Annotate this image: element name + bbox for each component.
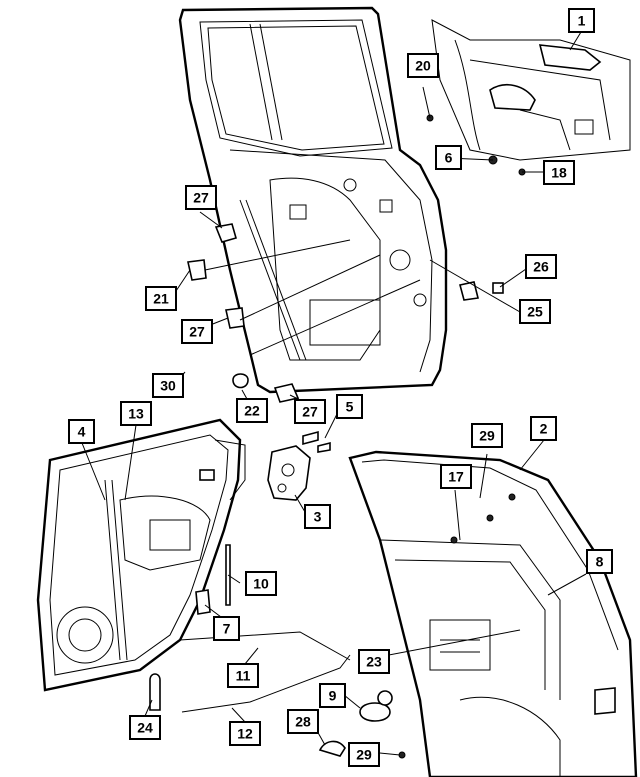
callout-5: 5: [336, 394, 363, 419]
rods-and-cables: [149, 544, 351, 713]
door-inner-panel: [36, 418, 246, 692]
callout-27-mid: 27: [181, 319, 213, 344]
callout-label: 9: [329, 688, 337, 704]
callout-27-top: 27: [185, 185, 217, 210]
callout-10: 10: [245, 571, 277, 596]
callout-11: 11: [227, 663, 259, 688]
callout-2: 2: [530, 416, 557, 441]
callout-label: 2: [540, 421, 548, 437]
callout-21: 21: [145, 286, 177, 311]
callout-label: 24: [137, 720, 153, 736]
callout-18: 18: [543, 160, 575, 185]
callout-label: 28: [295, 714, 311, 730]
callout-26: 26: [525, 254, 557, 279]
callout-label: 27: [193, 190, 209, 206]
callout-label: 11: [236, 668, 251, 684]
callout-label: 29: [479, 428, 495, 444]
callout-8: 8: [586, 549, 613, 574]
callout-22: 22: [236, 398, 268, 423]
door-shell: [178, 6, 448, 394]
callout-6: 6: [435, 145, 462, 170]
callout-label: 20: [415, 58, 431, 74]
callout-7: 7: [213, 616, 240, 641]
callout-13: 13: [120, 401, 152, 426]
callout-29-top: 29: [471, 423, 503, 448]
callout-label: 22: [244, 403, 260, 419]
callout-20: 20: [407, 53, 439, 78]
callout-label: 27: [189, 324, 205, 340]
callout-label: 12: [237, 726, 253, 742]
callout-25: 25: [519, 299, 551, 324]
callout-label: 13: [128, 406, 144, 422]
callout-label: 6: [445, 150, 453, 166]
callout-label: 3: [314, 509, 322, 525]
callout-27-bottom: 27: [294, 399, 326, 424]
callout-23: 23: [358, 649, 390, 674]
callout-label: 27: [302, 404, 318, 420]
callout-24: 24: [129, 715, 161, 740]
callout-label: 21: [153, 291, 169, 307]
callout-label: 23: [366, 654, 382, 670]
callout-30: 30: [152, 373, 184, 398]
callout-label: 8: [596, 554, 604, 570]
callout-28: 28: [287, 709, 319, 734]
callout-label: 30: [160, 378, 176, 394]
callout-label: 1: [578, 13, 586, 29]
door-latch: [267, 430, 331, 501]
callout-9: 9: [319, 683, 346, 708]
callout-3: 3: [304, 504, 331, 529]
callout-label: 10: [253, 576, 269, 592]
callout-label: 29: [356, 747, 372, 763]
door-clips: [187, 223, 504, 403]
callout-17: 17: [440, 464, 472, 489]
callout-1: 1: [568, 8, 595, 33]
callout-29-bottom: 29: [348, 742, 380, 767]
callout-label: 26: [533, 259, 549, 275]
callout-label: 18: [551, 165, 567, 181]
callout-12: 12: [229, 721, 261, 746]
callout-label: 7: [223, 621, 231, 637]
door-right-view: [318, 450, 638, 777]
callout-4: 4: [68, 419, 95, 444]
callout-label: 4: [78, 424, 86, 440]
callout-label: 17: [448, 469, 464, 485]
callout-label: 5: [346, 399, 354, 415]
callout-label: 25: [527, 304, 543, 320]
